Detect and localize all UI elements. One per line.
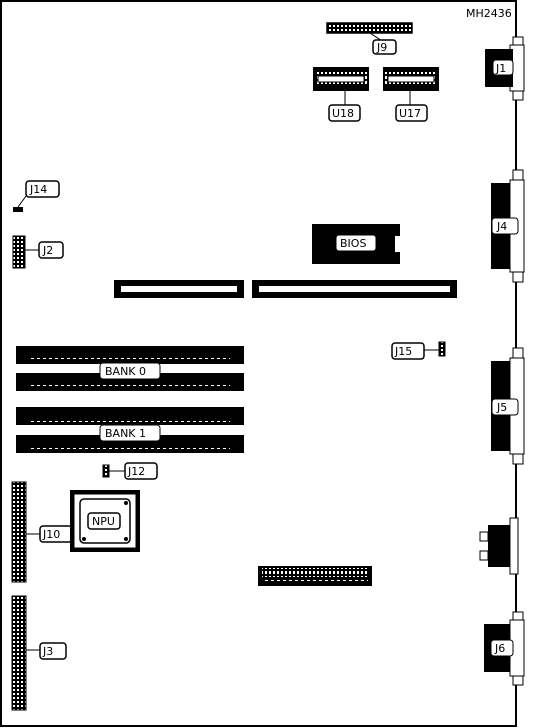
- u18-label: U18: [332, 107, 354, 120]
- j5-connector: J5: [491, 347, 525, 465]
- j12-label: J12: [127, 465, 145, 478]
- figure-id: MH2436: [466, 7, 512, 20]
- j14-jumper: J14: [13, 180, 60, 212]
- u17-socket: U17: [383, 67, 439, 122]
- j2-header: J2: [12, 235, 64, 269]
- bios-chip: BIOS: [312, 224, 401, 264]
- j12-jumper: J12: [102, 462, 158, 480]
- j5-label: J5: [496, 401, 507, 414]
- j3-label: J3: [42, 645, 53, 658]
- j15-label: J15: [394, 345, 412, 358]
- j6-connector: J6: [484, 611, 525, 686]
- j9-header: J9: [326, 22, 413, 55]
- bank1-label: BANK 1: [105, 427, 146, 440]
- j4-connector: J4: [491, 169, 525, 283]
- serial-connector: [479, 517, 519, 575]
- bios-label: BIOS: [340, 237, 366, 250]
- j15-header: J15: [391, 341, 446, 360]
- j4-label: J4: [496, 220, 507, 233]
- j10-header: J10: [11, 481, 73, 583]
- j10-label: J10: [42, 528, 60, 541]
- u18-socket: U18: [313, 67, 369, 122]
- npu-label: NPU: [92, 515, 115, 528]
- j2-label: J2: [42, 244, 53, 257]
- expansion-slot-left: [114, 280, 244, 298]
- memory-strip: [258, 566, 372, 586]
- expansion-slot-right: [252, 280, 457, 298]
- bank0-slots: BANK 0: [16, 346, 244, 391]
- npu-socket: NPU: [70, 490, 140, 552]
- j1-label: J1: [495, 62, 506, 75]
- j6-label: J6: [494, 642, 505, 655]
- bank0-label: BANK 0: [105, 365, 146, 378]
- j1-connector: J1: [485, 36, 525, 101]
- u17-label: U17: [399, 107, 421, 120]
- j3-header: J3: [11, 595, 67, 711]
- bank1-slots: BANK 1: [16, 407, 244, 453]
- j14-label: J14: [29, 183, 47, 196]
- j9-label: J9: [376, 41, 387, 54]
